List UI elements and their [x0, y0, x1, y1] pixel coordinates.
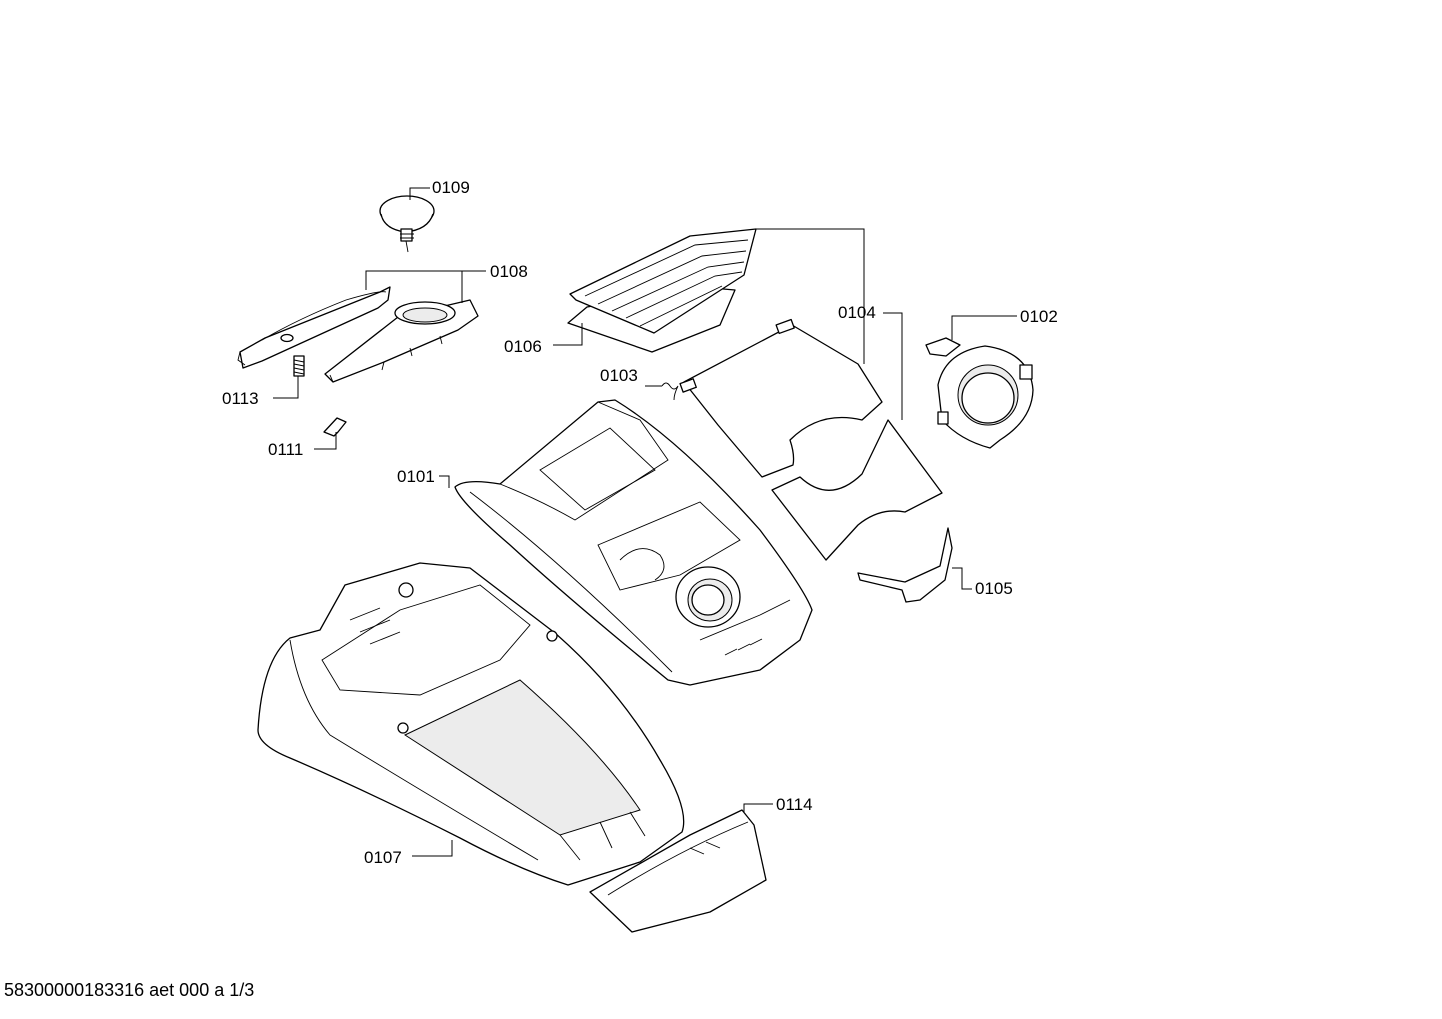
document-id-footer: 58300000183316 aet 000 a 1/3: [4, 980, 255, 1000]
part-0101-lid-frame: [454, 399, 813, 686]
part-0107-housing: [257, 562, 685, 886]
part-labels: 0109 0108 0113 0111 0106 0103 0101 0104 …: [222, 178, 1058, 867]
part-0113-spring: [293, 355, 305, 377]
part-0104-upper-plate: [679, 318, 883, 478]
part-0108-right-cover: [324, 299, 479, 383]
label-0102: 0102: [1020, 307, 1058, 326]
part-0104-lower-plate: [771, 419, 943, 561]
label-0105: 0105: [975, 579, 1013, 598]
part-0102-filter-ring: [925, 337, 1034, 449]
leader-lines: [273, 187, 1017, 857]
label-0104: 0104: [838, 303, 876, 322]
part-0111-latch: [323, 417, 347, 437]
part-0103-small-spring: [661, 382, 679, 401]
part-0106-grille: [567, 228, 757, 353]
part-0114-bumper: [589, 809, 767, 933]
label-0113: 0113: [222, 389, 259, 408]
label-0106: 0106: [504, 337, 542, 356]
part-0105-lever: [857, 527, 953, 603]
label-0103: 0103: [600, 366, 638, 385]
label-0101: 0101: [397, 467, 435, 486]
label-0111: 0111: [268, 440, 303, 459]
label-0114: 0114: [776, 795, 813, 814]
part-0108-left-cover: [237, 286, 391, 369]
label-0108: 0108: [490, 262, 528, 281]
label-0109: 0109: [432, 178, 470, 197]
label-0107: 0107: [364, 848, 402, 867]
part-0109-knob: [379, 195, 435, 253]
